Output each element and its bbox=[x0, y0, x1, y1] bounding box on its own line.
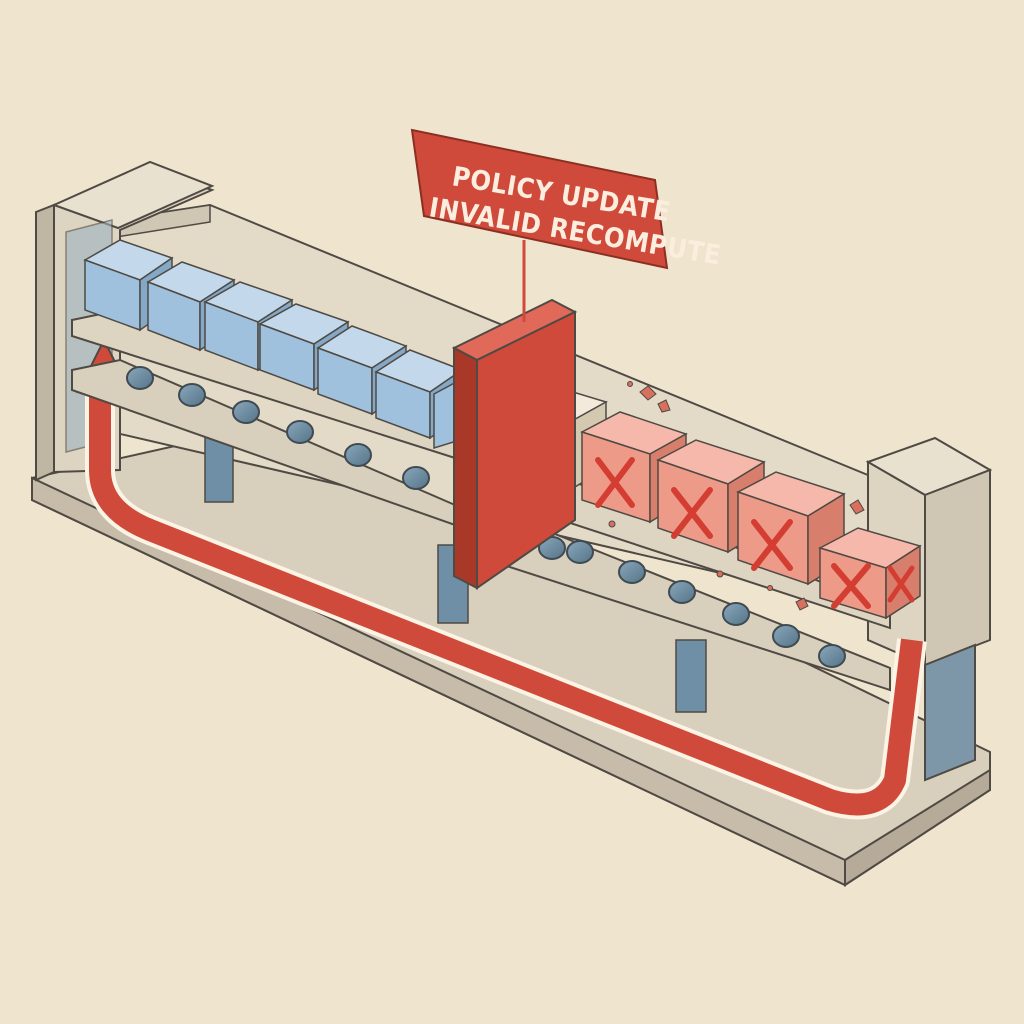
debris bbox=[608, 381, 865, 611]
invalid-box bbox=[818, 527, 922, 620]
x-mark-icon bbox=[887, 565, 915, 603]
policy-gate bbox=[451, 298, 578, 590]
x-mark-icon bbox=[671, 487, 713, 539]
roller-row-left bbox=[126, 366, 430, 490]
x-mark-icon bbox=[595, 457, 635, 508]
x-mark-icon bbox=[751, 519, 793, 571]
policy-sign: POLICY UPDATE INVALID RECOMPUTE bbox=[410, 128, 723, 322]
x-mark-icon bbox=[831, 563, 871, 609]
valid-boxes bbox=[83, 239, 464, 450]
invalid-box bbox=[736, 471, 846, 586]
